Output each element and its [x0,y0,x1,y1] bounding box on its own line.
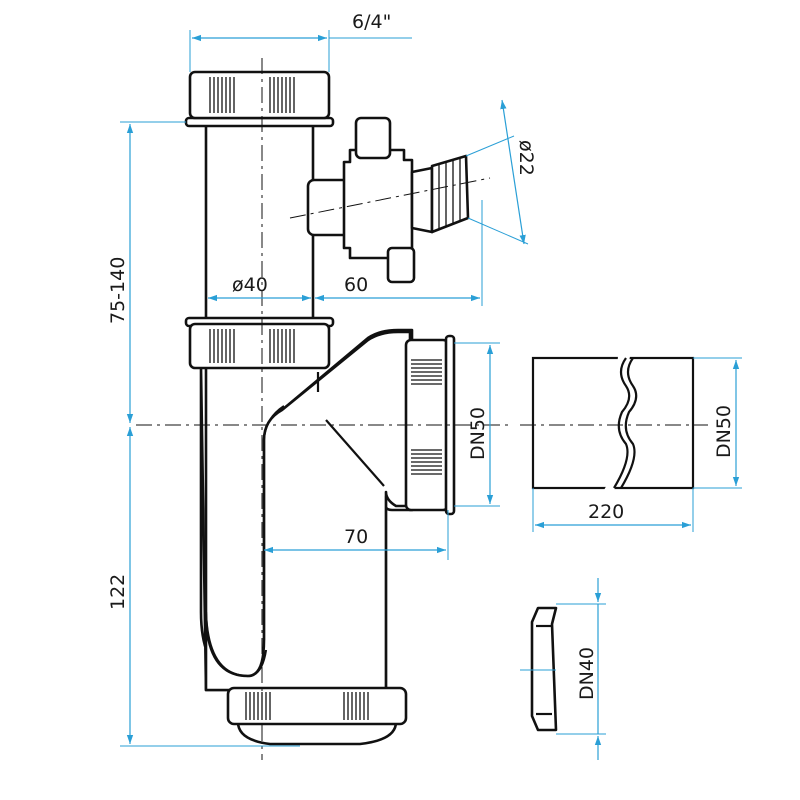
height-range-label: 75-140 [107,257,129,324]
seal-dn-label: DN40 [576,647,598,700]
bottom-cleanout-cap [226,686,408,746]
dimension-lines [120,30,742,760]
outlet-dn-label: DN50 [467,407,489,460]
outlet-offset-label: 70 [344,526,368,548]
middle-nut [184,316,335,370]
trap-height-label: 122 [107,574,129,610]
seal-ring [530,606,558,732]
thread-size-label: 6/4" [352,11,391,33]
side-outlet-offset-label: 60 [344,274,368,296]
top-nut [184,70,335,128]
pipe-length-label: 220 [588,501,624,523]
pipe-diameter-label: ø40 [232,274,268,296]
side-hose-connector [306,116,470,284]
upper-pipe [204,116,315,325]
siphon-body [136,58,510,760]
pipe-section [520,356,708,490]
side-outlet-diameter-label: ø22 [515,140,537,176]
dimension-labels: 6/4" ø22 ø40 60 75-140 DN50 70 122 DN50 … [107,11,735,700]
pipe-dn-label: DN50 [713,405,735,458]
